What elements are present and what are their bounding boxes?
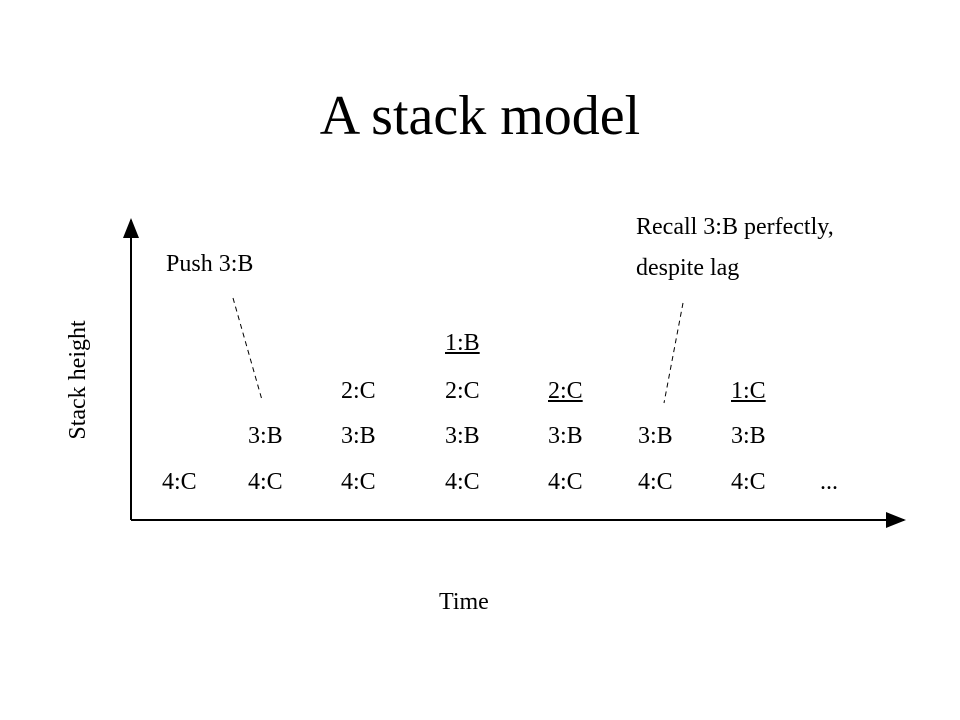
stack-cell-t6-level2: 3:B [638,423,673,449]
x-axis-label: Time [439,589,489,615]
y-axis-label: Stack height [65,320,91,440]
stack-cell-t3-level1: 4:C [341,469,376,495]
stack-cell-t7-level1: 4:C [731,469,766,495]
stack-cell-t7-level3: 1:C [731,378,766,404]
slide-title: A stack model [319,85,641,147]
stack-cell-t5-level2: 3:B [548,423,583,449]
stack-cell-t4-level1: 4:C [445,469,480,495]
stack-cell-t7-level2: 3:B [731,423,766,449]
stack-cell-t5-level3: 2:C [548,378,583,404]
recall-annotation-line2: despite lag [636,255,740,281]
stack-cell-t3-level3: 2:C [341,378,376,404]
stack-cell-t1-level1: 4:C [162,469,197,495]
recall-pointer-line [663,302,684,404]
push-annotation: Push 3:B [166,251,254,277]
stack-cell-t5-level1: 4:C [548,469,583,495]
stack-cell-t2-level2: 3:B [248,423,283,449]
stack-cell-t3-level2: 3:B [341,423,376,449]
stack-cell-t6-level1: 4:C [638,469,673,495]
stack-cell-t4-level3: 2:C [445,378,480,404]
ellipsis: ... [820,469,838,495]
stack-cell-t4-level4: 1:B [445,330,480,356]
stack-cell-t2-level1: 4:C [248,469,283,495]
push-pointer-line [232,297,263,401]
recall-annotation-line1: Recall 3:B perfectly, [636,214,834,240]
stack-cell-t4-level2: 3:B [445,423,480,449]
